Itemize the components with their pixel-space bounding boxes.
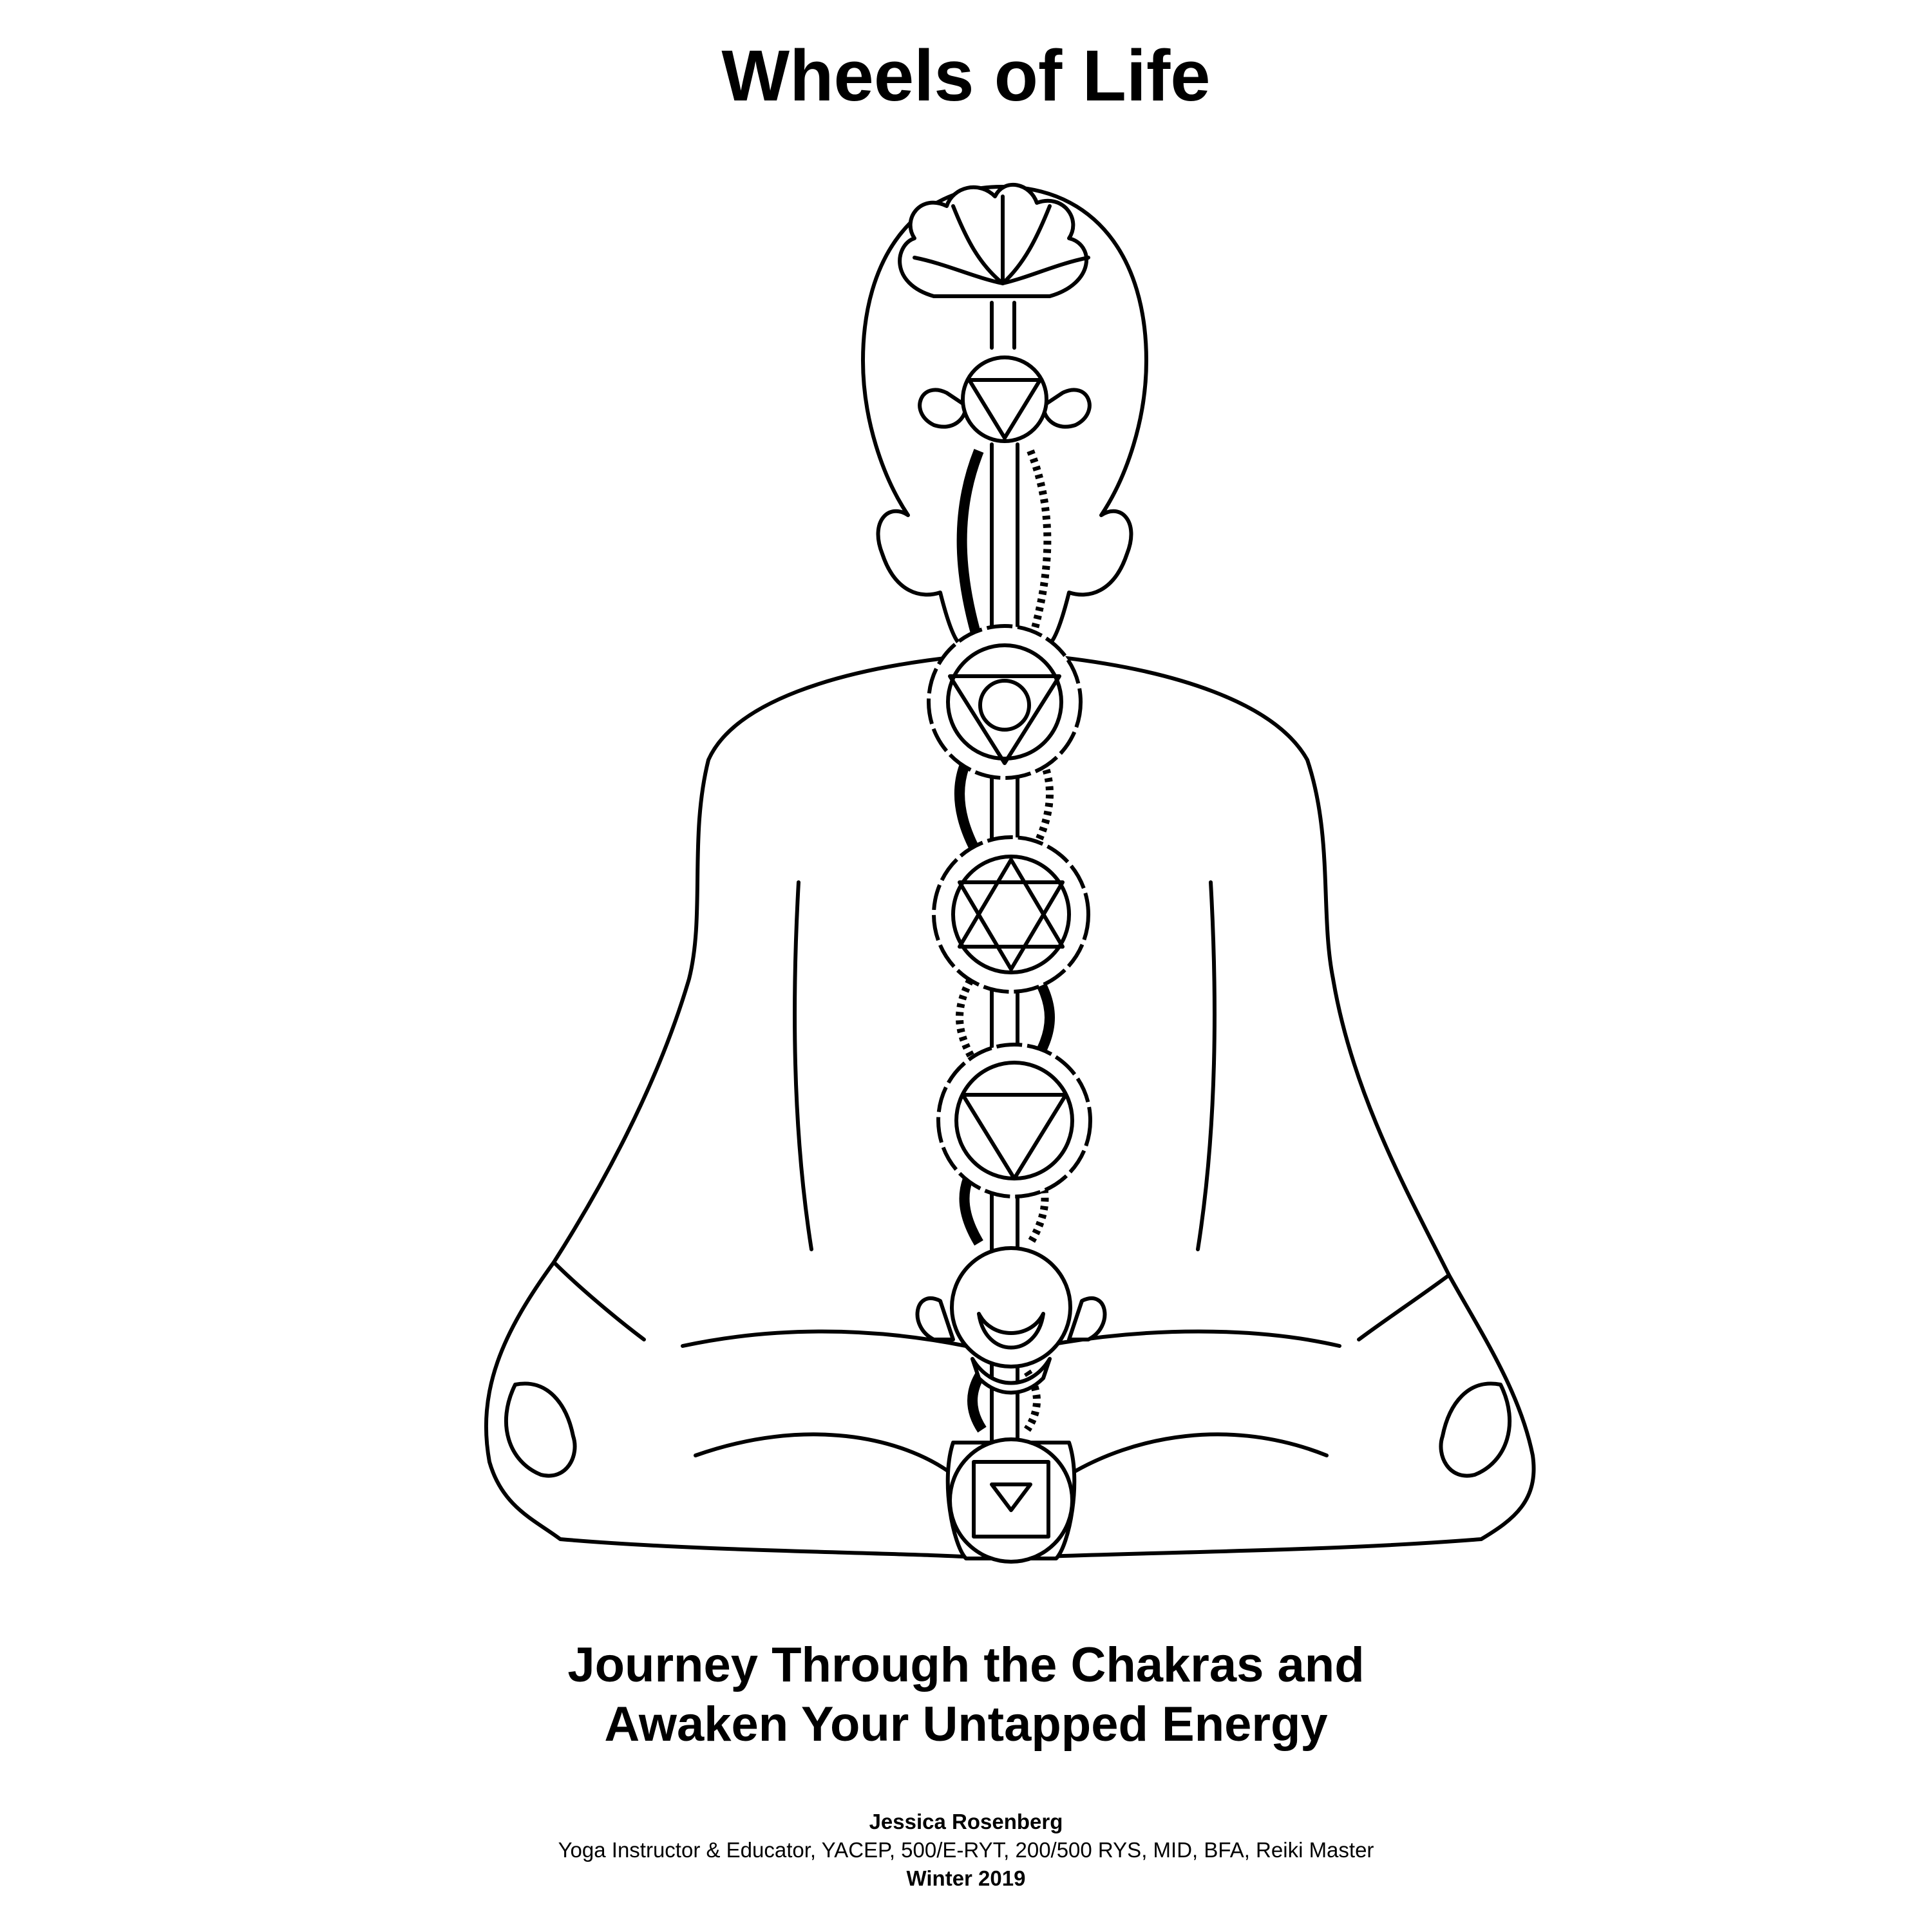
- subtitle-line-1: Journey Through the Chakras and: [567, 1638, 1365, 1692]
- solar-plexus-chakra-icon: [936, 1043, 1092, 1198]
- page-title: Wheels of Life: [721, 35, 1211, 116]
- meditation-figure-illustration: [484, 183, 1536, 1564]
- author-credentials: Yoga Instructor & Educator, YACEP, 500/E…: [558, 1838, 1374, 1862]
- author-name: Jessica Rosenberg: [869, 1810, 1063, 1833]
- publication-date: Winter 2019: [906, 1866, 1026, 1890]
- subtitle-line-2: Awaken Your Untapped Energy: [604, 1697, 1328, 1752]
- subtitle: Journey Through the Chakras and Awaken Y…: [0, 1636, 1932, 1754]
- crown-chakra-icon: [898, 183, 1090, 350]
- heart-chakra-icon: [932, 835, 1090, 994]
- throat-chakra-icon: [927, 624, 1083, 780]
- sacral-chakra-icon: [915, 1246, 1107, 1395]
- third-eye-chakra-icon: [918, 355, 1092, 443]
- root-chakra-icon: [945, 1437, 1077, 1564]
